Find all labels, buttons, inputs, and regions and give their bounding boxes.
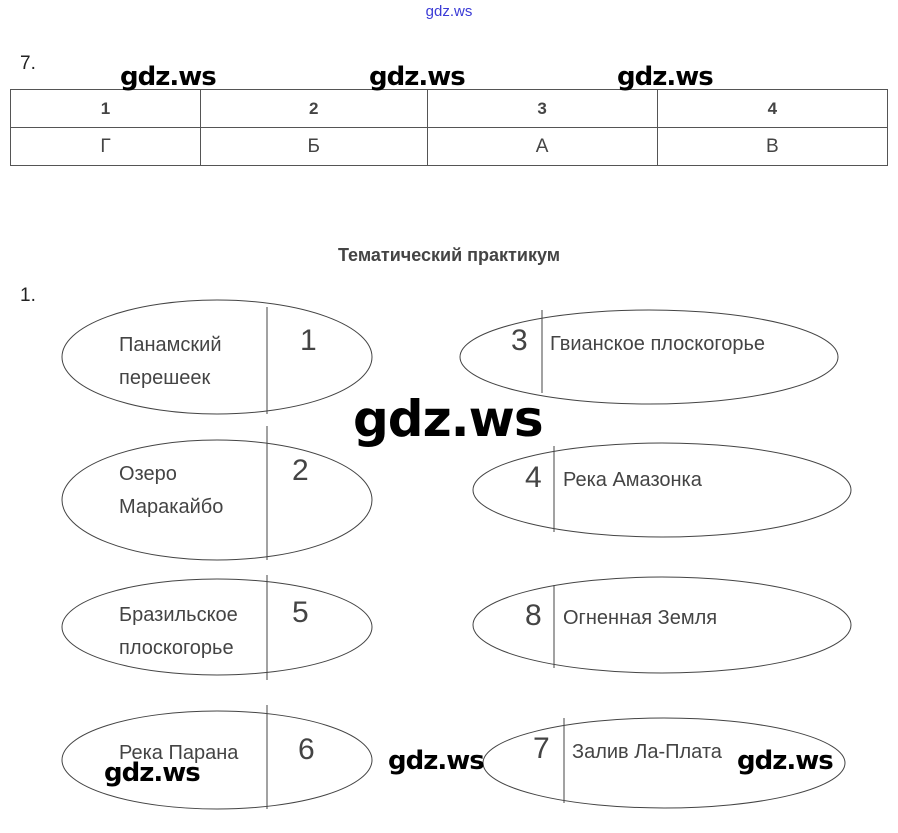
left-number-4: 6	[298, 733, 315, 766]
left-label-3: Бразильское плоскогорье	[119, 599, 238, 665]
ellipse-left-1	[61, 299, 373, 415]
watermark: gdz.ws	[388, 746, 485, 776]
table-header-cell: 2	[200, 89, 428, 128]
label-line: перешеек	[119, 367, 211, 389]
table-row: Г Б А В	[10, 127, 889, 166]
right-number-1: 3	[511, 324, 528, 357]
site-header[interactable]: gdz.ws	[425, 3, 473, 20]
table-cell: Г	[10, 127, 201, 166]
right-number-2: 4	[525, 461, 542, 494]
label-line: плоскогорье	[119, 637, 234, 659]
left-label-4: Река Парана	[119, 737, 238, 770]
ellipse-left-3	[61, 578, 373, 676]
section-title: Тематический практикум	[337, 245, 561, 265]
ellipse-right-3	[472, 576, 852, 674]
ellipse-left-2	[61, 439, 373, 561]
right-label-2: Река Амазонка	[563, 469, 702, 491]
right-label-1: Гвианское плоскогорье	[550, 333, 766, 355]
watermark: gdz.ws	[737, 746, 834, 776]
left-number-3: 5	[292, 596, 309, 629]
label-line: Озеро	[119, 463, 177, 485]
table-cell: В	[656, 127, 889, 166]
left-label-2: Озеро Маракайбо	[119, 458, 223, 524]
label-line: Маракайбо	[119, 496, 224, 518]
right-number-4: 7	[533, 732, 550, 765]
left-label-1: Панамский перешеек	[119, 329, 222, 395]
watermark: gdz.ws	[104, 758, 201, 788]
right-number-3: 8	[525, 599, 542, 632]
table-cell: Б	[200, 127, 428, 166]
left-number-2: 2	[292, 454, 309, 487]
task-7-answer-table: 1 2 3 4 Г Б А В	[10, 89, 889, 166]
left-number-1: 1	[300, 324, 317, 357]
ellipse-right-4	[482, 717, 846, 809]
ellipse-right-2	[472, 442, 852, 538]
task-1-number: 1.	[20, 285, 36, 306]
ellipse-left-4	[61, 710, 373, 810]
watermark: gdz.ws	[369, 62, 466, 92]
table-cell: А	[426, 127, 658, 166]
label-line: Бразильское	[119, 604, 238, 626]
right-label-4: Залив Ла-Плата	[572, 741, 722, 763]
label-line: Панамский	[119, 334, 222, 356]
watermark: gdz.ws	[353, 390, 544, 448]
task-7-number: 7.	[20, 53, 36, 74]
right-label-3: Огненная Земля	[563, 607, 718, 629]
ellipse-right-1	[459, 309, 839, 405]
watermark: gdz.ws	[120, 62, 217, 92]
watermark: gdz.ws	[617, 62, 714, 92]
label-line: Река Парана	[119, 742, 239, 764]
